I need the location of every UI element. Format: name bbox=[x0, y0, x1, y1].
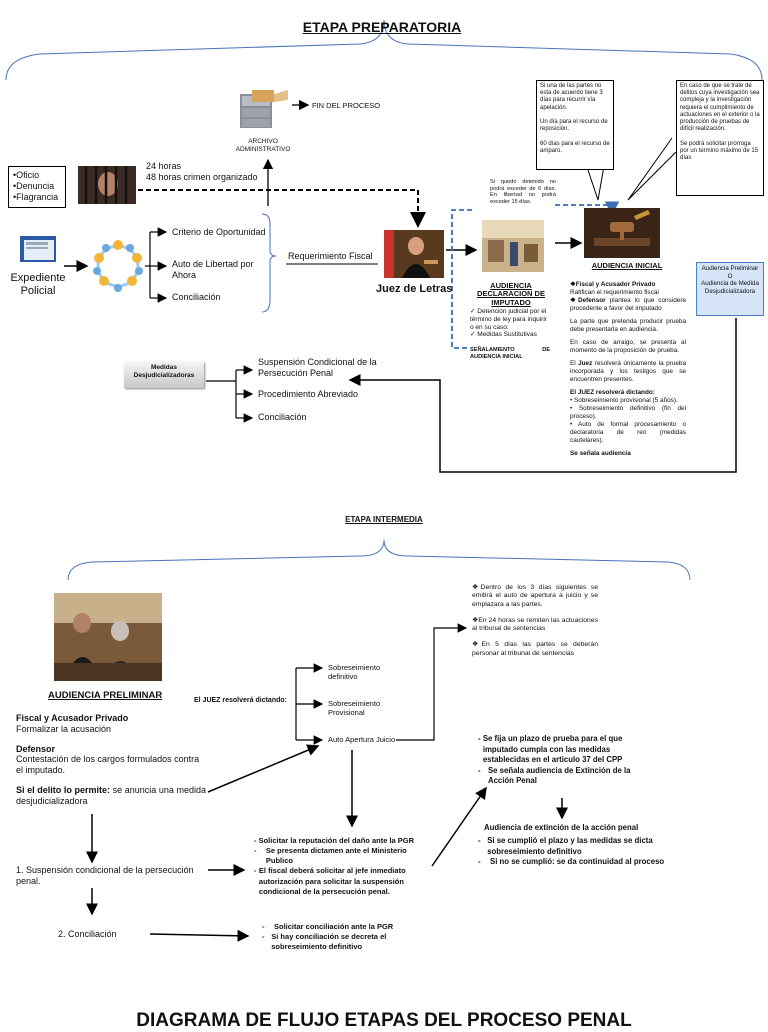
plazo-block: -Se fija un plazo de prueba para el que … bbox=[478, 734, 648, 787]
ai-senala: Se señala audiencia bbox=[570, 450, 631, 457]
plazo-item: Se fija un plazo de prueba para el que i… bbox=[482, 734, 623, 765]
medida-conciliacion: Conciliación bbox=[258, 412, 307, 422]
prep-title: ETAPA PREPARATORIA bbox=[302, 19, 462, 35]
ai-dictando-item: • Sobreseimiento definitivo (fin del pro… bbox=[570, 405, 686, 420]
audiencia-decl-item: ✓ Medidas Sustitutivas bbox=[470, 331, 537, 339]
apertura-note: ❖En 24 horas se remiten las actuaciones … bbox=[472, 616, 598, 633]
inter-juez-dictando: El JUEZ resolverá dictando: bbox=[194, 697, 287, 704]
reparacion-head: - Solicitar la reputación del daño ante … bbox=[254, 836, 415, 845]
conc-block: -Solicitar conciliación ante la PGR -Si … bbox=[262, 922, 432, 952]
reparacion-item: Se presenta dictamen ante el Ministerio … bbox=[265, 846, 407, 866]
inter-defensor-text: Contestación de los cargos formulados co… bbox=[16, 754, 200, 776]
inter-opt-sobreseimiento-definitivo: Sobreseimiento definitivo bbox=[328, 663, 381, 682]
medida-suspension: Suspensión Condicional de la Persecución… bbox=[258, 357, 377, 378]
audiencia-inicial-title: AUDIENCIA INICIAL bbox=[591, 261, 663, 270]
detenido-note: Si quedo detenido no podrá exceder de 6 … bbox=[490, 179, 556, 206]
plazo-item: Se señala audiencia de Extinción de la A… bbox=[487, 765, 631, 786]
si-delito-text: se anuncia una medida desjudicializadora bbox=[16, 784, 206, 806]
folder-icon bbox=[18, 232, 62, 264]
hours-24: 24 horas bbox=[146, 161, 182, 171]
requerimiento-fiscal: Requerimiento Fiscal bbox=[288, 251, 373, 261]
ai-p2: En caso de arraigo, se presenta al momen… bbox=[570, 339, 686, 354]
audiencia-declaracion-title: AUDIENCIA DECLARACION DE IMPUTADO bbox=[477, 281, 545, 307]
preliminary-hearing-image bbox=[54, 593, 162, 681]
audiencia-decl-item: ✓ Detención judicial por el término de l… bbox=[470, 308, 547, 331]
apelacion-note: Si una de las partes no esta de acuerdo … bbox=[540, 83, 610, 154]
fin-del-proceso-label: FIN DEL PROCESO bbox=[312, 101, 381, 110]
prorroga-callout: En caso de que se trate de delitos cuya … bbox=[676, 80, 764, 196]
audiencia-preliminar-box: Audiencia Preliminar O Audiencia de Medi… bbox=[696, 262, 764, 316]
conciliacion-step: 2. Conciliación bbox=[58, 929, 117, 939]
denuncia-item: •Flagrancia bbox=[13, 191, 59, 202]
inter-fiscal-text: Formalizar la acusación bbox=[16, 723, 112, 734]
inter-fiscal-label: Fiscal y Acusador Privado bbox=[16, 713, 129, 723]
inter-title: ETAPA INTERMEDIA bbox=[345, 515, 423, 524]
apertura-note: ❖Dentro de los 3 días siguientes se emit… bbox=[472, 584, 598, 608]
si-delito-label: Si el delito lo permite: bbox=[16, 784, 110, 795]
jail-image bbox=[78, 166, 136, 204]
conc-item: Solicitar conciliación ante la PGR bbox=[274, 922, 394, 931]
extincion-title: Audiencia de extinción de la acción pena… bbox=[484, 823, 639, 832]
ai-dictando: El JUEZ resolverá dictando: bbox=[570, 389, 655, 396]
gavel-image bbox=[584, 208, 660, 258]
audiencia-preliminar-title: AUDIENCIA PRELIMINAR bbox=[48, 690, 163, 701]
ai-fiscal-label: ❖Fiscal y Acusador Privado bbox=[570, 281, 656, 288]
apelacion-callout: Si una de las partes no esta de acuerdo … bbox=[536, 80, 614, 170]
footer-title: DIAGRAMA DE FLUJO ETAPAS DEL PROCESO PEN… bbox=[136, 1010, 632, 1031]
senalamiento-label: SEÑALAMIENTO DE AUDIENCIA INICIAL bbox=[470, 347, 550, 361]
medida-procedimiento: Procedimiento Abreviado bbox=[258, 389, 359, 399]
ai-defensor-label: ❖Defensor bbox=[570, 297, 606, 304]
ai-defensor-text: plantea lo que considere procedente a fa… bbox=[570, 297, 687, 312]
extincion-block: -Si se cumplió el plazo y las medidas se… bbox=[478, 836, 688, 868]
option-criterio: Criterio de Oportunidad bbox=[172, 227, 266, 237]
audiencia-decl-items: ✓ Detención judicial por el término de l… bbox=[470, 308, 552, 339]
ai-fiscal-text: Ratifican el requerimiento fiscal bbox=[570, 289, 659, 296]
ai-p3-c: resolverá únicamente la prueba incorpora… bbox=[570, 360, 687, 383]
archivo-administrativo-label: ARCHIVO ADMINISTRATIVO bbox=[235, 138, 291, 153]
prorroga-note: En caso de que se trate de delitos cuya … bbox=[680, 83, 760, 161]
ai-p1: La parte que pretenda producir prueba de… bbox=[570, 318, 686, 333]
judge-image bbox=[384, 230, 444, 278]
conc-item: Si hay conciliación se decreta el sobres… bbox=[271, 932, 387, 952]
inter-defensor-label: Defensor bbox=[16, 743, 56, 754]
apertura-note: ❖En 5 días las partes se deberán persona… bbox=[472, 641, 598, 657]
people-circle-icon bbox=[90, 238, 146, 294]
ai-dictando-item: • Sobreseimiento provisional (5 años). bbox=[570, 397, 678, 404]
denuncia-item: •Denuncia bbox=[13, 180, 55, 191]
inter-left-text: Fiscal y Acusador Privado Formalizar la … bbox=[16, 713, 206, 807]
ai-dictando-item: • Auto de formal procesamiento o declara… bbox=[570, 421, 686, 444]
expediente-policial: Expediente Policial bbox=[10, 272, 66, 298]
audiencia-inicial-text: ❖Fiscal y Acusador Privado Ratifican el … bbox=[570, 281, 686, 458]
apertura-notes: ❖Dentro de los 3 días siguientes se emit… bbox=[472, 584, 598, 658]
hearing-room-image bbox=[482, 220, 544, 272]
suspension-step: 1. Suspensión condicional de la persecuc… bbox=[16, 865, 194, 886]
option-auto-libertad: Auto de Libertad por Ahora bbox=[172, 259, 254, 280]
hours-48: 48 horas crimen organizado bbox=[146, 172, 258, 182]
ai-p3-b: Juez bbox=[578, 360, 593, 367]
reparacion-item: El fiscal deberá solicitar al jefe inmed… bbox=[258, 866, 406, 896]
option-conciliacion: Conciliación bbox=[172, 292, 221, 302]
inter-opt-sobreseimiento-provisional: Sobreseimiento Provisional bbox=[328, 699, 381, 718]
denuncia-box: •Oficio•Denuncia•Flagrancia bbox=[8, 166, 66, 208]
medidas-label: Medidas Desjudicializadoras bbox=[124, 362, 204, 388]
inter-opt-auto-apertura: Auto Apertura Juicio bbox=[328, 735, 396, 744]
ai-p3-a: El bbox=[570, 360, 576, 367]
juez-de-letras: Juez de Letras bbox=[376, 283, 453, 295]
extincion-item: Si se cumplió el plazo y las medidas se … bbox=[487, 836, 653, 856]
denuncia-item: •Oficio bbox=[13, 170, 40, 180]
extincion-item: Si no se cumplió: se da continuidad al p… bbox=[490, 857, 665, 867]
file-cabinet-image bbox=[238, 86, 290, 130]
reparacion-block: - Solicitar la reputación del daño ante … bbox=[254, 836, 434, 897]
